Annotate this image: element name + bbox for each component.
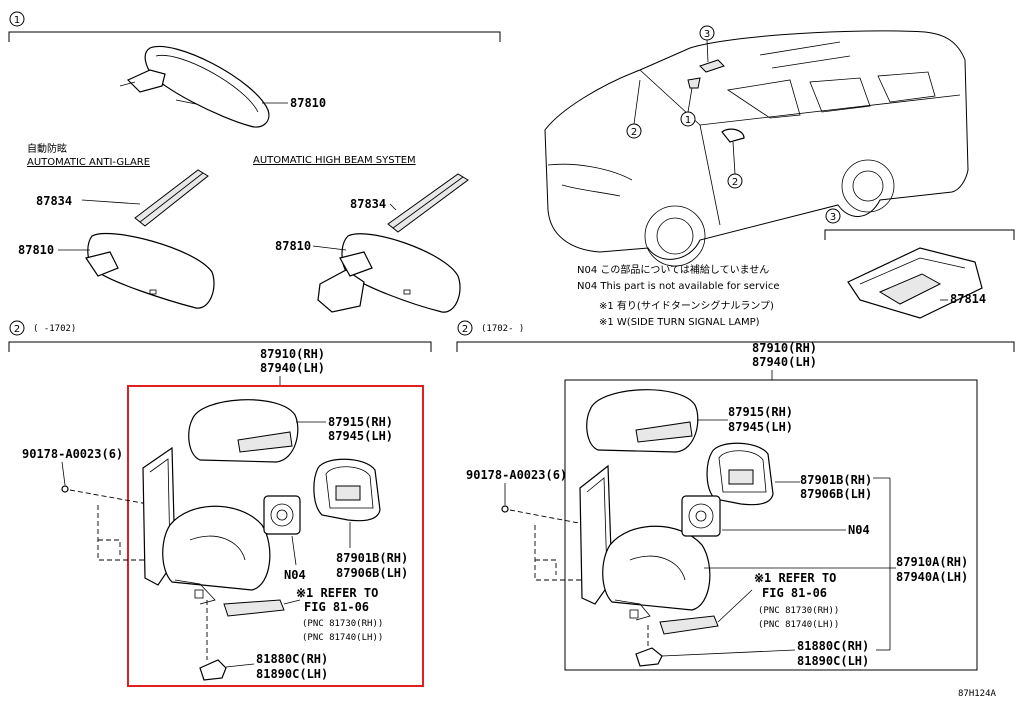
car-callout: 2: [732, 177, 738, 188]
sub-assy-number-lh[interactable]: 87940A(LH): [896, 570, 968, 584]
mirror-housing[interactable]: [602, 525, 711, 621]
pnc-lh: (PNC 81740(LH)): [302, 633, 383, 643]
mirror-cover-right[interactable]: [387, 173, 469, 233]
lamp-number-rh[interactable]: 81880C(RH): [797, 639, 869, 653]
cover-number-lh[interactable]: 87945(LH): [328, 429, 393, 443]
screw-part-number[interactable]: 90178-A0023(6): [466, 468, 567, 482]
cover-number-rh[interactable]: 87915(RH): [728, 405, 793, 419]
pnc-rh: (PNC 81730(RH)): [302, 619, 383, 629]
puddle-lamp[interactable]: [635, 647, 663, 667]
section-2-outer-mirror-late: 2 (1702- ) 87910(RH) 87940(LH) 90178-A00…: [456, 320, 1015, 671]
mirror-cover[interactable]: [586, 389, 699, 453]
assembly-box: [564, 379, 978, 671]
turn-signal-lamp[interactable]: [659, 615, 719, 635]
screw-icon[interactable]: [61, 485, 69, 493]
part-number-87814[interactable]: 87814: [950, 292, 986, 306]
mirror-glass[interactable]: [313, 458, 381, 522]
refer-to-label: ※1 REFER TO: [754, 571, 836, 585]
section-range: ( -1702): [33, 324, 76, 334]
lamp-number-rh[interactable]: 81880C(RH): [256, 652, 328, 666]
screw-icon[interactable]: [501, 505, 509, 513]
car-callout: 1: [685, 115, 691, 126]
callout-number: 2: [462, 324, 468, 335]
lamp-number-lh[interactable]: 81890C(LH): [256, 667, 328, 681]
mirror-housing[interactable]: [162, 505, 271, 605]
callout-number: 1: [14, 15, 20, 26]
cover-number-rh[interactable]: 87915(RH): [328, 415, 393, 429]
note-n04-jp: N04 この部品については補給していません: [577, 263, 769, 276]
notes: N04 この部品については補給していません N04 This part is n…: [577, 263, 779, 328]
label-automatic-high-beam: AUTOMATIC HIGH BEAM SYSTEM: [253, 155, 416, 166]
part-number-87834-right[interactable]: 87834: [350, 197, 386, 211]
glass-number-rh[interactable]: 87901B(RH): [800, 473, 872, 487]
vehicle-illustration: 3 1 2 2: [544, 25, 969, 267]
refer-fig-label: FIG 81-06: [304, 600, 369, 614]
section-range: (1702- ): [481, 324, 524, 334]
high-beam-mirror[interactable]: [317, 233, 461, 313]
screw-part-number[interactable]: 90178-A0023(6): [22, 447, 123, 461]
mirror-glass[interactable]: [706, 442, 774, 506]
glass-number-lh[interactable]: 87906B(LH): [800, 487, 872, 501]
n04-label: N04: [848, 523, 870, 537]
note-star-jp: ※1 有り(サイドターンシグナルランプ): [599, 299, 774, 312]
callout-number: 3: [830, 212, 836, 223]
car-callout: 2: [631, 127, 637, 138]
diagram-id: 87H124A: [958, 689, 997, 699]
mirror-cover-left[interactable]: [134, 169, 209, 227]
refer-to-label: ※1 REFER TO: [296, 586, 378, 600]
lamp-number-lh[interactable]: 81890C(LH): [797, 654, 869, 668]
assy-number-rh[interactable]: 87910(RH): [260, 347, 325, 361]
mirror-actuator[interactable]: [263, 495, 301, 535]
pnc-lh: (PNC 81740(LH)): [758, 620, 839, 630]
part-number-87810-top[interactable]: 87810: [290, 96, 326, 110]
car-callout: 3: [704, 29, 710, 40]
highlight-box: [127, 385, 424, 687]
part-number-87834-left[interactable]: 87834: [36, 194, 72, 208]
assy-number-lh[interactable]: 87940(LH): [752, 355, 817, 369]
section-3-sensor: 3 87814: [824, 208, 1015, 319]
refer-fig-label: FIG 81-06: [762, 586, 827, 600]
section-1-inner-mirror: 1 87810 自動防眩 AUTOMATIC ANTI-GLARE AUTOMA…: [8, 11, 501, 313]
pnc-rh: (PNC 81730(RH)): [758, 606, 839, 616]
callout-circle-1: [9, 11, 25, 27]
turn-signal-lamp[interactable]: [223, 599, 285, 617]
anti-glare-mirror[interactable]: [85, 232, 215, 309]
mirror-actuator[interactable]: [681, 495, 721, 537]
section-2-outer-mirror-early: 2 ( -1702) 87910(RH) 87940(LH) 90178-A00…: [8, 320, 432, 687]
part-number-87810-right[interactable]: 87810: [275, 239, 311, 253]
assy-number-lh[interactable]: 87940(LH): [260, 361, 325, 375]
assy-number-rh[interactable]: 87910(RH): [752, 341, 817, 355]
label-jp-anti-glare: 自動防眩: [27, 142, 67, 155]
glass-number-lh[interactable]: 87906B(LH): [336, 566, 408, 580]
label-automatic-anti-glare: AUTOMATIC ANTI-GLARE: [27, 157, 150, 168]
cover-number-lh[interactable]: 87945(LH): [728, 420, 793, 434]
glass-number-rh[interactable]: 87901B(RH): [336, 551, 408, 565]
mirror-cover[interactable]: [188, 399, 299, 463]
puddle-lamp[interactable]: [199, 659, 227, 681]
callout-number: 2: [14, 324, 20, 335]
sub-assy-number-rh[interactable]: 87910A(RH): [896, 555, 968, 569]
note-n04-en: N04 This part is not available for servi…: [577, 281, 779, 292]
note-star-en: ※1 W(SIDE TURN SIGNAL LAMP): [599, 317, 760, 328]
n04-label: N04: [284, 568, 306, 582]
rain-light-sensor[interactable]: [847, 247, 983, 319]
rear-view-mirror-top[interactable]: [119, 45, 270, 128]
part-number-87810-left[interactable]: 87810: [18, 243, 54, 257]
